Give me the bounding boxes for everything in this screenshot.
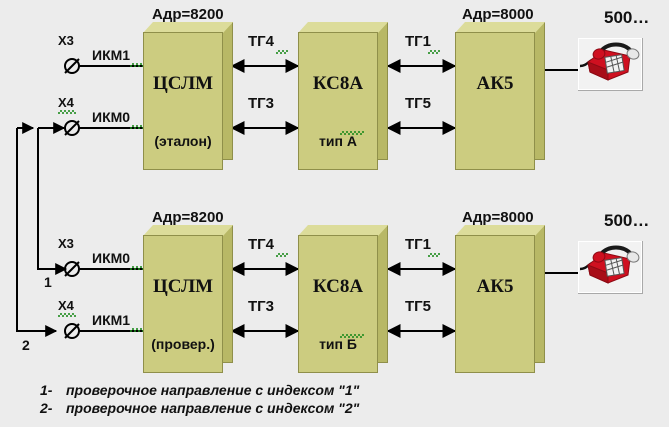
spellcheck-squiggle — [130, 63, 144, 67]
addr-label-top-right: Адр=8000 — [462, 6, 534, 23]
telephone-icon — [579, 245, 640, 284]
block-top-face — [455, 225, 545, 236]
link-label-top-tg4: ТГ4 — [248, 33, 275, 50]
link-label-bot-tg1: ТГ1 — [405, 236, 432, 253]
spellcheck-squiggle — [276, 50, 288, 54]
route-1-path — [37, 128, 68, 275]
block-subtitle: тип Б — [319, 336, 357, 352]
block-cslm-reference[interactable]: ЦСЛМ (эталон) — [143, 22, 233, 170]
line-label-bot-ikm1: ИКМ1 — [92, 312, 131, 328]
block-side-face — [535, 225, 545, 363]
spellcheck-squiggle — [428, 50, 440, 54]
block-front-face: АК5 — [455, 235, 535, 373]
block-subtitle: (эталон) — [154, 133, 212, 149]
block-side-face — [378, 225, 388, 363]
subscriber-number-top: 500… — [604, 8, 650, 27]
telephone-icon — [579, 42, 640, 81]
line-label-top-ikm0: ИКМ0 — [92, 109, 131, 125]
legend-text: проверочное направление с индексом "1" — [66, 382, 360, 398]
block-side-face — [223, 22, 233, 160]
block-top-face — [298, 225, 388, 236]
block-front-face: КС8А тип Б — [298, 235, 378, 373]
terminal-label-bot-x4: X4 — [58, 298, 74, 313]
block-front-face: ЦСЛМ (эталон) — [143, 32, 223, 170]
route-label-2: 2 — [22, 337, 30, 353]
block-top-face — [143, 22, 233, 33]
legend-text: проверочное направление с индексом "2" — [66, 400, 360, 416]
block-ak5-bottom[interactable]: АК5 — [455, 225, 545, 373]
legend-index: 2- — [40, 400, 53, 416]
block-name: АК5 — [476, 276, 514, 297]
block-top-face — [143, 225, 233, 236]
spellcheck-squiggle — [130, 125, 144, 129]
block-top-face — [298, 22, 388, 33]
block-top-face — [455, 22, 545, 33]
block-side-face — [378, 22, 388, 160]
terminal-bot-x4 — [64, 323, 80, 339]
legend: 1- проверочное направление с индексом "1… — [40, 382, 359, 418]
spellcheck-squiggle — [428, 253, 440, 257]
block-name: КС8А — [312, 276, 364, 297]
terminal-top-x4 — [64, 120, 80, 136]
link-label-bot-tg3: ТГ3 — [248, 298, 275, 315]
addr-label-bot-right: Адр=8000 — [462, 209, 534, 226]
spellcheck-squiggle — [340, 131, 364, 135]
block-name: ЦСЛМ — [152, 276, 214, 297]
spellcheck-squiggle — [340, 334, 364, 338]
spellcheck-squiggle — [130, 328, 144, 332]
link-label-bot-tg4: ТГ4 — [248, 236, 275, 253]
route-label-1: 1 — [44, 274, 52, 290]
block-front-face: ЦСЛМ (провер.) — [143, 235, 223, 373]
link-label-top-tg3: ТГ3 — [248, 95, 275, 112]
block-side-face — [535, 22, 545, 160]
link-label-top-tg5: ТГ5 — [405, 95, 432, 112]
addr-label-bot-left: Адр=8200 — [152, 209, 224, 226]
block-name: ЦСЛМ — [152, 73, 214, 94]
block-name: КС8А — [312, 73, 364, 94]
block-ks8a-type-b[interactable]: КС8А тип Б — [298, 225, 388, 373]
route-2-path — [16, 128, 58, 337]
line-label-bot-ikm0: ИКМ0 — [92, 250, 131, 266]
block-cslm-test[interactable]: ЦСЛМ (провер.) — [143, 225, 233, 373]
terminal-label-top-x4: X4 — [58, 95, 74, 110]
block-side-face — [223, 225, 233, 363]
block-ks8a-type-a[interactable]: КС8А тип А — [298, 22, 388, 170]
terminal-label-top-x3: X3 — [58, 33, 74, 48]
terminal-label-bot-x3: X3 — [58, 236, 74, 251]
spellcheck-squiggle — [276, 253, 288, 257]
telephone-icon-bottom — [578, 241, 643, 294]
terminal-top-x3 — [64, 58, 80, 74]
link-label-bot-tg5: ТГ5 — [405, 298, 432, 315]
spellcheck-squiggle — [58, 313, 76, 317]
subscriber-number-bottom: 500… — [604, 211, 650, 230]
legend-item: 2- проверочное направление с индексом "2… — [40, 400, 359, 416]
block-front-face: КС8А тип А — [298, 32, 378, 170]
spellcheck-squiggle — [130, 266, 144, 270]
legend-index: 1- — [40, 382, 53, 398]
block-front-face: АК5 — [455, 32, 535, 170]
terminal-bot-x3 — [64, 261, 80, 277]
link-label-top-tg1: ТГ1 — [405, 33, 432, 50]
spellcheck-squiggle — [58, 110, 76, 114]
line-label-top-ikm1: ИКМ1 — [92, 47, 131, 63]
block-subtitle: тип А — [319, 133, 357, 149]
block-name: АК5 — [476, 73, 514, 94]
addr-label-top-left: Адр=8200 — [152, 6, 224, 23]
block-ak5-top[interactable]: АК5 — [455, 22, 545, 170]
block-subtitle: (провер.) — [151, 336, 215, 352]
legend-item: 1- проверочное направление с индексом "1… — [40, 382, 359, 398]
telephone-icon-top — [578, 38, 643, 91]
